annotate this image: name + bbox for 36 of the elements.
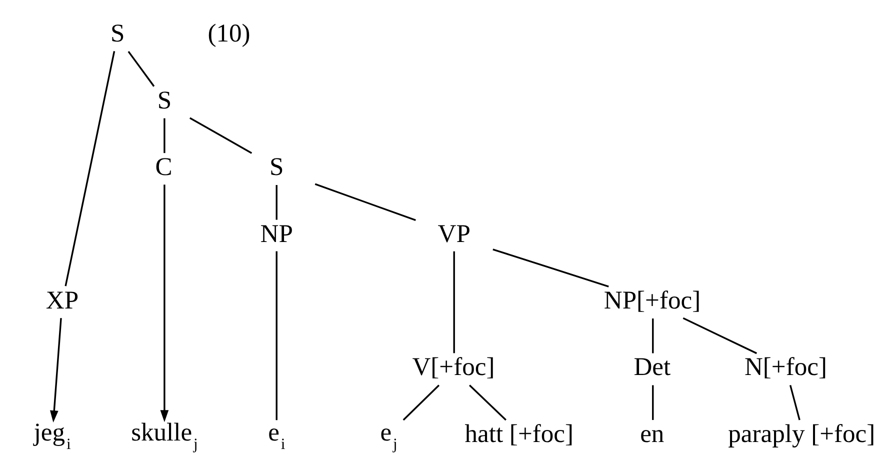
connector [276, 251, 278, 420]
connector [652, 385, 654, 420]
node-text: Det [634, 352, 671, 382]
arrow [50, 318, 62, 422]
connector [64, 51, 116, 286]
node-text: XP [46, 285, 79, 314]
node-text: S [110, 18, 125, 48]
node-text: hatt [+foc] [464, 418, 574, 448]
node-text: S [157, 85, 172, 114]
node-text: N[+foc] [744, 352, 827, 382]
connector [276, 185, 278, 220]
node-text: en [640, 418, 664, 448]
connector [682, 317, 758, 354]
node-text: C [155, 152, 172, 182]
node-text: NP[+foc] [604, 285, 701, 314]
node-text: e$_{i}$ [268, 418, 286, 454]
connector [453, 251, 455, 354]
connector [164, 118, 166, 154]
node-text: NP [260, 218, 293, 248]
connector [314, 183, 416, 222]
connector [789, 384, 800, 420]
connector [128, 51, 155, 87]
node-text: paraply [+foc] [728, 418, 876, 448]
connector [652, 318, 654, 354]
node-text: V[+foc] [412, 352, 495, 382]
connector [189, 117, 252, 154]
node-text: VP [438, 218, 470, 248]
node-text: e$_{j}$ [380, 418, 398, 454]
arrow [160, 184, 169, 422]
connector [402, 384, 440, 421]
label: (10) [208, 18, 250, 48]
node-text: S [270, 152, 284, 182]
node-text: skulle$_{j}$ [131, 418, 198, 454]
connector [492, 248, 609, 288]
node-text: jeg$_{i}$ [34, 418, 71, 454]
connector [468, 384, 506, 421]
